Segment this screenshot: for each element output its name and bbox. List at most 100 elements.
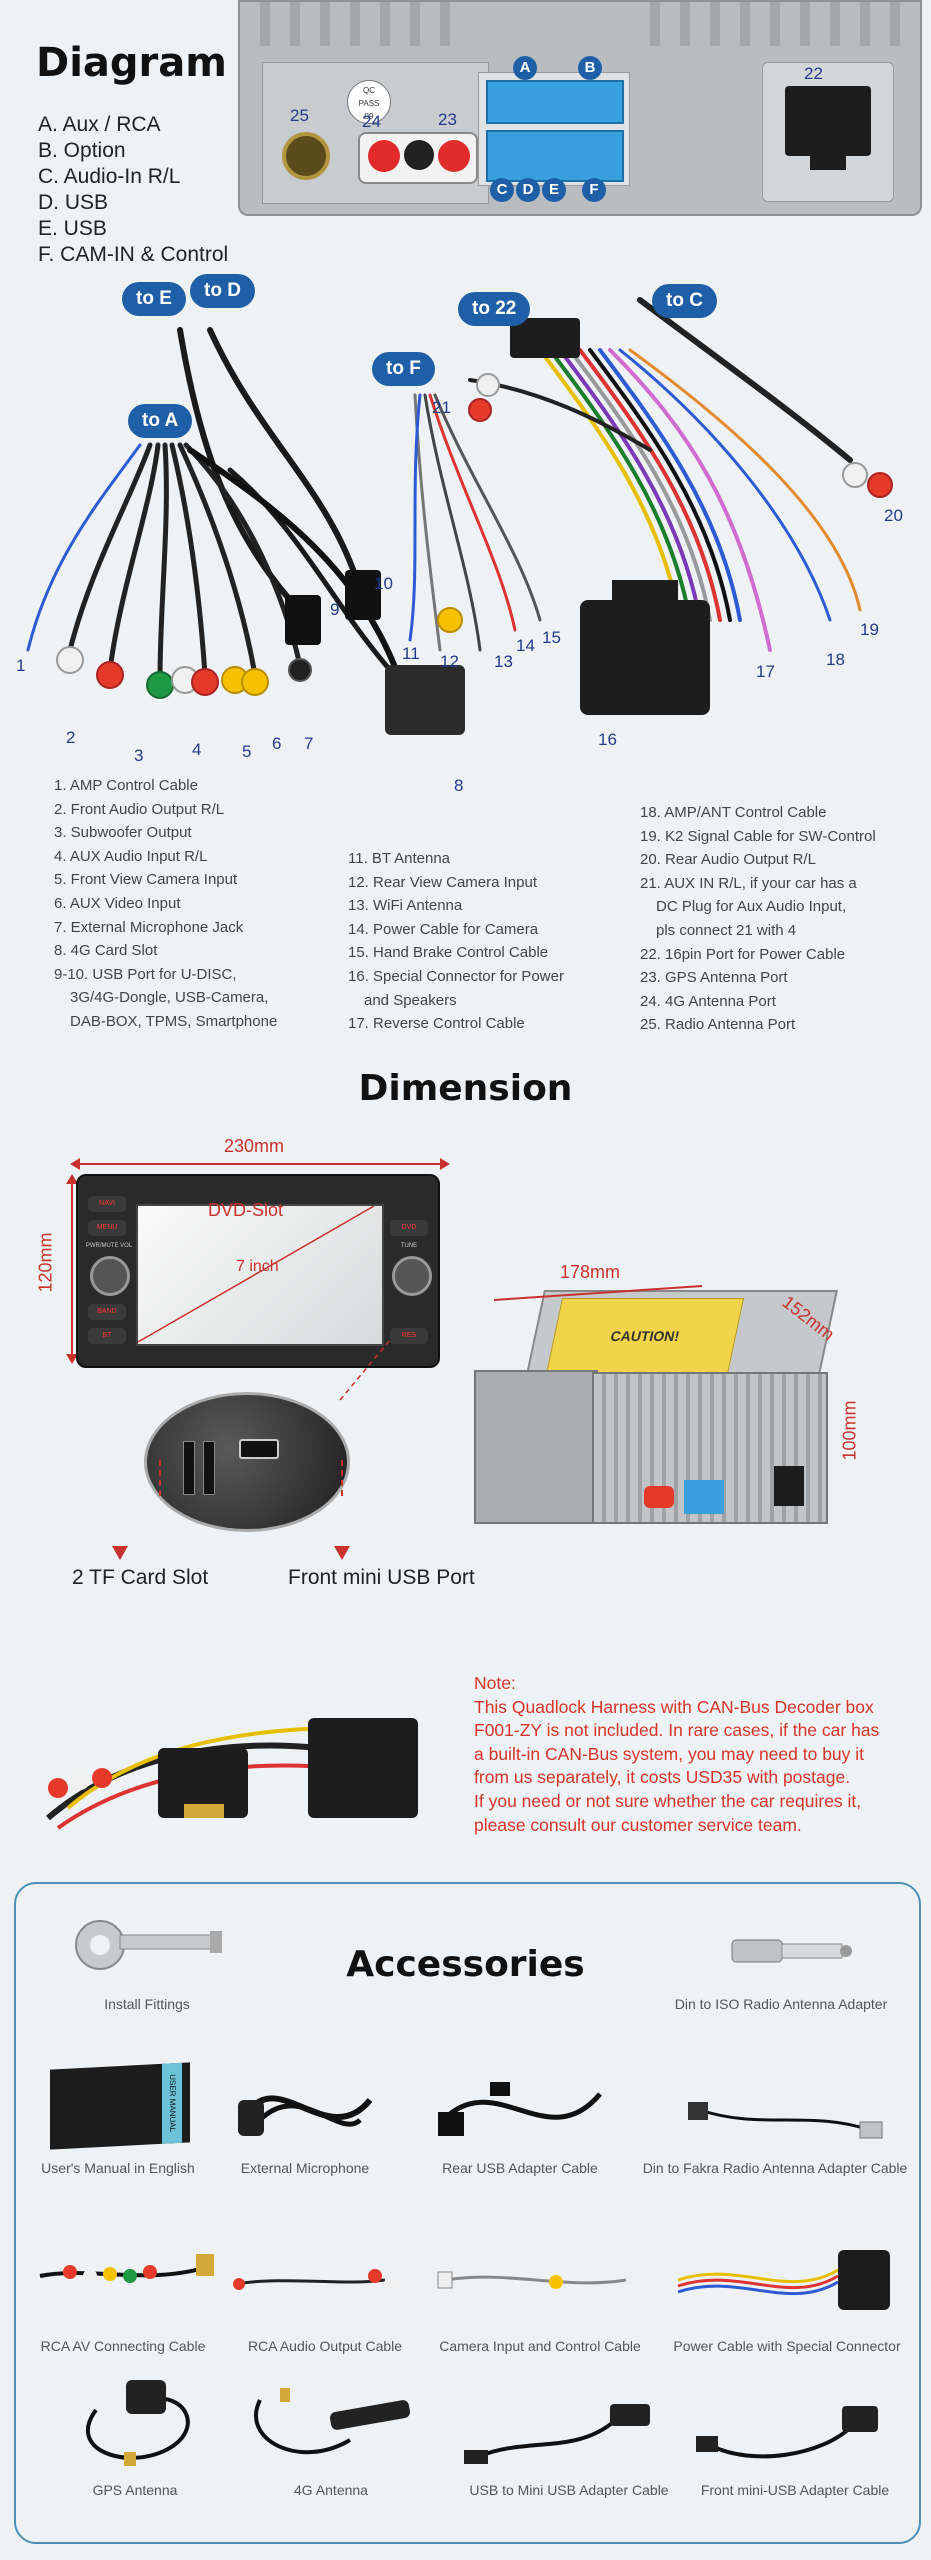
component-list-mid: 11. BT Antenna 12. Rear View Camera Inpu… [348,850,564,1033]
port-label-23: 23 [438,110,457,129]
cable-harness-illustration [26,297,893,735]
acc-label-din-fakra: Din to Fakra Radio Antenna Adapter Cable [642,2160,908,2176]
accessories-title: Accessories [346,1944,585,1985]
callout-11: 11 [402,644,420,663]
camera-input-cable-image [437,2271,627,2289]
callout-7: 7 [304,734,314,753]
user-manual-image: USER MANUAL [50,2062,190,2150]
external-mic-image [238,2095,373,2136]
zoom-dashes [159,1340,391,1500]
port-label-25: 25 [290,106,309,125]
acc-label-usb-mini: USB to Mini USB Adapter Cable [469,2482,669,2498]
head-unit-side: CAUTION! [474,1290,844,1524]
tf-arrow [112,1546,128,1560]
quadlock-harness-image [46,1718,418,1830]
port-letter-f: F [582,178,606,202]
install-fittings-image [75,1920,222,1970]
side-front-plate [474,1370,598,1524]
screen-size-label: 7 inch [236,1258,279,1275]
button-dvd: DVD [390,1220,428,1236]
accessories-panel [14,1882,921,2544]
button-menu: MENU [88,1220,126,1236]
callout-12: 12 [440,652,459,671]
port-letter-d: D [516,178,540,202]
heatsink-fins [260,2,900,46]
callout-13: 13 [494,652,513,671]
rca-plugs [56,646,312,699]
callout-3: 3 [134,746,144,765]
center-hole [404,140,434,170]
special-connector [580,600,710,715]
acc-label-front-mini-usb: Front mini-USB Adapter Cable [700,2482,890,2498]
acc-label-rca-audio: RCA Audio Output Cable [247,2338,403,2354]
callout-2: 2 [66,728,76,747]
port-letter-a: A [513,56,537,80]
qc-sticker: QC PASS 09 [347,80,391,124]
callout-9: 9 [330,600,340,619]
gps-antenna-image [86,2380,190,2466]
acc-label-rear-usb: Rear USB Adapter Cable [442,2160,598,2176]
tf-slot-1 [183,1441,195,1495]
callout-16: 16 [598,730,617,749]
side-blue-ports [684,1480,724,1514]
camera-plug-12 [437,607,463,633]
badge-to-a: to A [128,404,193,438]
gps-antenna-port [438,140,470,172]
rear-panel: QC PASS 09 [238,0,922,216]
button-res: RES [390,1328,428,1344]
acc-label-rca-av: RCA AV Connecting Cable [40,2338,206,2354]
badge-to-f: to F [372,352,435,386]
side-red-ports [644,1486,674,1508]
blue-connector-bottom [486,130,624,182]
usb-plug-10 [345,570,381,620]
legend-e: E. USB [38,217,107,240]
diagram-title: Diagram [36,40,227,86]
acc-label-camera-input: Camera Input and Control Cable [439,2338,641,2354]
button-band: BAND [88,1304,126,1320]
left-knob [90,1256,130,1296]
port-letter-b: B [578,56,602,80]
legend-d: D. USB [38,191,109,214]
rca-audio-cable-image [233,2269,398,2291]
badge-to-c: to C [652,284,717,318]
acc-label-gps: GPS Antenna [92,2482,178,2498]
screen-diagonal [137,1205,375,1343]
callout-19: 19 [860,620,879,639]
zoom-inset [144,1392,350,1532]
button-pwr-vol: PWR/MUTE VOL [85,1243,133,1249]
usb-arrow [334,1546,350,1560]
callout-15: 15 [542,628,561,647]
acc-label-din-iso: Din to ISO Radio Antenna Adapter [674,1996,888,2012]
body-height-label: 100mm [839,1400,860,1461]
blue-connector-top [486,80,624,124]
power-port-latch [810,152,846,170]
tf-slot-label: 2 TF Card Slot [72,1566,209,1589]
din-iso-adapter-image [731,1939,852,1963]
button-navi: NAVI [88,1196,126,1212]
callout-6: 6 [272,734,282,753]
manual-cover-text: USER MANUAL [162,2062,182,2144]
height-arrow [66,1174,78,1364]
dimension-title: Dimension [358,1068,573,1109]
head-unit-front: NAVI MENU PWR/MUTE VOL BAND BT DVD TUNE … [76,1174,440,1368]
callout-20: 20 [884,506,903,525]
rca-av-cable-image [39,2254,214,2283]
callout-14: 14 [516,636,535,655]
4g-antenna-image [254,2388,411,2455]
port-label-22: 22 [804,64,823,83]
note-heading: Note: [474,1673,516,1693]
depth-label: 178mm [560,1262,621,1282]
port-letter-c: C [490,178,514,202]
callout-17: 17 [756,662,775,681]
button-bt: BT [88,1328,126,1344]
dvd-slot-label: DVD-Slot [208,1200,284,1220]
port-letter-e: E [542,178,566,202]
right-knob [392,1256,432,1296]
radio-antenna-port [282,132,330,180]
diagram-legend: A. Aux / RCA B. Option C. Audio-In R/L D… [38,112,228,268]
rear-usb-cable-image [438,2082,602,2136]
callout-8: 8 [454,776,464,795]
acc-label-power-cable: Power Cable with Special Connector [673,2338,901,2354]
legend-a: A. Aux / RCA [38,113,161,136]
legend-f: F. CAM-IN & Control [38,243,229,266]
